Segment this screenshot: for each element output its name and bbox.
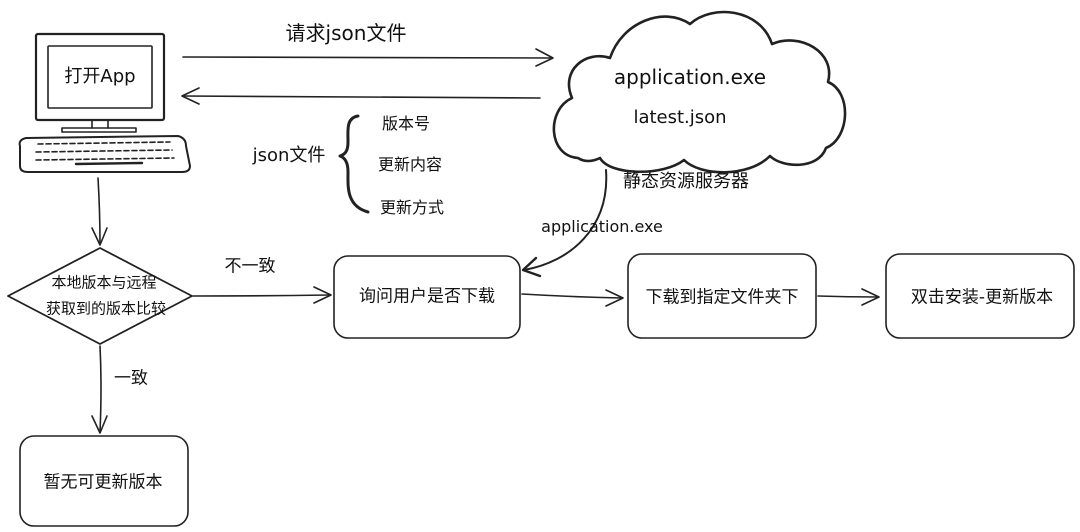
match-label: 一致 — [114, 368, 148, 389]
json-field-method: 更新方式 — [379, 198, 445, 217]
json-field-content: 更新内容 — [377, 155, 443, 174]
mismatch-label: 不一致 — [224, 256, 276, 277]
install-text: 双击安装-更新版本 — [910, 287, 1054, 308]
request-arrow — [182, 48, 554, 67]
download-arrow — [521, 169, 608, 278]
json-fields-brace — [338, 114, 370, 214]
mismatch-arrow — [192, 286, 332, 304]
json-file-label: json文件 — [252, 145, 326, 166]
install-box — [885, 253, 1075, 339]
ask-user-box — [333, 255, 521, 339]
download-box — [627, 253, 817, 339]
download-to-install-arrow — [817, 288, 880, 306]
cloud-file-json: latest.json — [633, 107, 727, 128]
decision-line-1: 本地版本与远程 — [51, 273, 157, 292]
computer-screen-text: 打开App — [64, 66, 136, 87]
no-update-text: 暂无可更新版本 — [43, 472, 163, 493]
download-text: 下载到指定文件夹下 — [645, 287, 799, 308]
decision-line-2: 获取到的版本比较 — [45, 299, 167, 318]
response-arrow — [181, 87, 541, 105]
ask-to-download-arrow — [521, 289, 624, 307]
download-arrow-label: application.exe — [541, 217, 663, 236]
cloud-server-shape — [552, 10, 847, 174]
cloud-file-exe: application.exe — [613, 65, 767, 89]
decision-diamond — [7, 247, 193, 345]
json-field-version: 版本号 — [381, 114, 431, 133]
request-arrow-label: 请求json文件 — [285, 21, 407, 45]
ask-user-text: 询问用户是否下载 — [359, 286, 495, 307]
no-update-box — [19, 435, 189, 527]
cloud-caption: 静态资源服务器 — [623, 171, 749, 192]
computer-icon — [18, 32, 191, 173]
arrow-to-decision — [91, 177, 108, 246]
match-arrow — [91, 345, 108, 434]
